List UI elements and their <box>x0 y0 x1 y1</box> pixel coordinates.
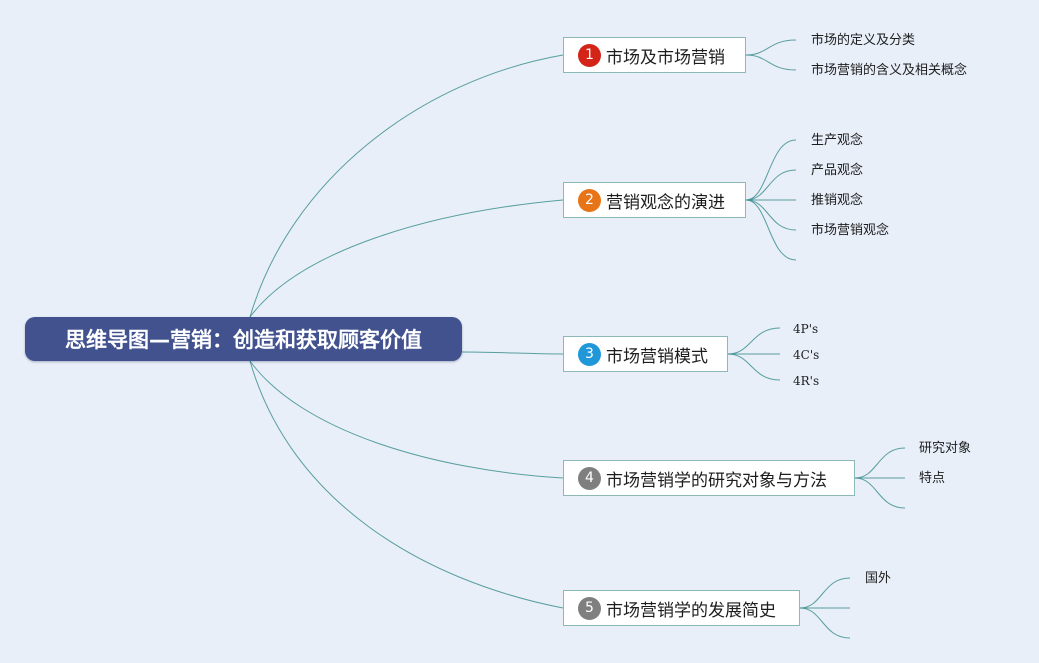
branch-topic-label: 市场及市场营销 <box>606 47 725 68</box>
branch-topic-4[interactable]: 4 市场营销学的研究对象与方法 <box>563 460 855 496</box>
branch-1-leaf-connector-0 <box>745 39 797 56</box>
root-connector-2 <box>249 199 564 318</box>
root-connector-5 <box>249 360 564 609</box>
leaf-topic[interactable]: 生产观念 <box>811 133 864 148</box>
leaf-topic[interactable]: 市场营销的含义及相关概念 <box>811 63 968 78</box>
branch-2-leaf-connector-0 <box>745 139 797 201</box>
branch-2-leaf-connector-3 <box>745 199 797 231</box>
root-connector-1 <box>249 54 564 318</box>
branch-topic-3[interactable]: 3 市场营销模式 <box>563 336 728 372</box>
branch-3-leaf-connector-2 <box>727 353 781 381</box>
root-connector-4 <box>249 360 564 479</box>
branch-1-leaf-connector-1 <box>745 54 797 71</box>
branch-5-leaf-connector-2 <box>799 607 851 639</box>
number-badge-2-icon: 2 <box>578 188 601 212</box>
leaf-topic[interactable]: 4P's <box>793 322 819 336</box>
leaf-topic[interactable]: 推销观念 <box>811 193 864 208</box>
branch-topic-label: 营销观念的演进 <box>606 192 725 213</box>
root-topic-label: 思维导图—营销：创造和获取顾客价值 <box>65 328 422 352</box>
number-badge-4-icon: 4 <box>578 466 601 490</box>
branch-3-leaf-connector-0 <box>727 327 781 355</box>
leaf-topic[interactable]: 研究对象 <box>919 441 972 456</box>
branch-topic-label: 市场营销学的发展简史 <box>606 600 776 621</box>
branch-topic-label: 市场营销模式 <box>606 346 708 367</box>
number-badge-5-icon: 5 <box>578 596 601 620</box>
branch-5-leaf-connector-0 <box>799 577 851 609</box>
root-connector-3 <box>461 351 564 355</box>
root-topic[interactable]: 思维导图—营销：创造和获取顾客价值 <box>25 317 462 361</box>
leaf-topic[interactable]: 4R's <box>793 374 820 388</box>
branch-topic-label: 市场营销学的研究对象与方法 <box>606 470 827 491</box>
number-badge-1-icon: 1 <box>578 43 601 67</box>
branch-4-leaf-connector-0 <box>854 447 906 479</box>
leaf-topic[interactable]: 特点 <box>919 471 946 486</box>
leaf-topic[interactable]: 国外 <box>865 571 892 586</box>
branch-topic-2[interactable]: 2 营销观念的演进 <box>563 182 746 218</box>
leaf-topic[interactable]: 市场的定义及分类 <box>811 33 916 48</box>
branch-4-leaf-connector-2 <box>854 477 906 509</box>
branch-topic-5[interactable]: 5 市场营销学的发展简史 <box>563 590 800 626</box>
branch-2-leaf-connector-1 <box>745 169 797 201</box>
leaf-topic[interactable]: 产品观念 <box>811 163 864 178</box>
branch-2-leaf-connector-4 <box>745 199 797 261</box>
number-badge-3-icon: 3 <box>578 342 601 366</box>
leaf-topic[interactable]: 4C's <box>793 348 820 362</box>
branch-topic-1[interactable]: 1 市场及市场营销 <box>563 37 746 73</box>
leaf-topic[interactable]: 市场营销观念 <box>811 223 890 238</box>
